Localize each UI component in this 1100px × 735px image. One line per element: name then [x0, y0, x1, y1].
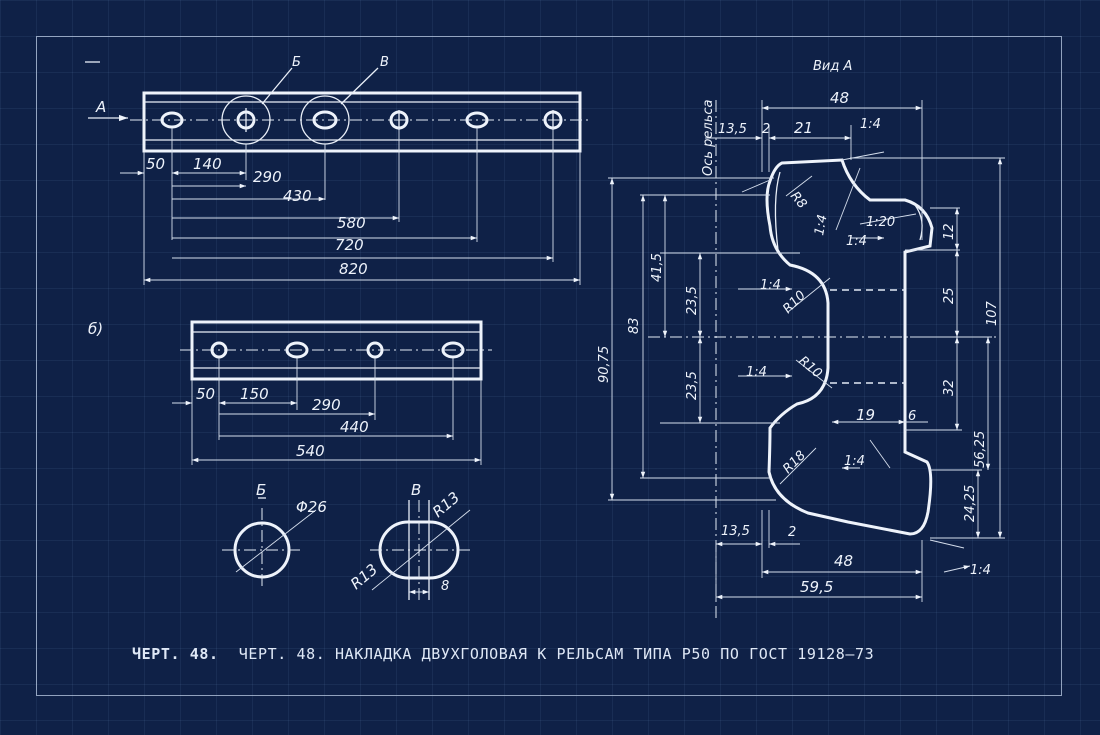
view-b-dimensions — [172, 358, 482, 465]
hole-oval — [465, 111, 489, 129]
radius-r18: R18 — [780, 448, 809, 477]
rail-axis-label: Ось рельса — [701, 99, 716, 176]
detail-v-label: В — [411, 481, 421, 499]
dim-bottom-48: 48 — [834, 552, 853, 570]
detail-b-label: Б — [256, 481, 266, 499]
dim-right-25: 25 — [942, 287, 957, 304]
section-title: Вид А — [813, 59, 852, 74]
slope-bottom: 1:4 — [970, 563, 991, 578]
detail-v — [370, 500, 471, 600]
dim-50: 50 — [146, 155, 165, 173]
dim-top-2: 2 — [762, 122, 770, 137]
view-b-bar — [180, 320, 492, 381]
dim-bottom-59-5: 59,5 — [800, 578, 833, 596]
slope-upper-left: 1:4 — [760, 278, 781, 293]
dim-left-23-5-lower: 23,5 — [685, 371, 700, 400]
dim-left-23-5-upper: 23,5 — [685, 286, 700, 315]
dim-left-83: 83 — [627, 317, 642, 334]
figure-caption: ЧЕРТ. 48. ЧЕРТ. 48. НАКЛАДКА ДВУХГОЛОВАЯ … — [132, 645, 1032, 663]
dim-820: 820 — [339, 260, 368, 278]
hole-round — [210, 341, 228, 359]
dim-right-12: 12 — [942, 223, 957, 240]
callout-label-b: Б — [292, 55, 301, 70]
dim-580: 580 — [337, 214, 366, 232]
dim-right-107: 107 — [985, 300, 1000, 326]
dim-140: 140 — [193, 155, 222, 173]
dim-b-540: 540 — [296, 442, 325, 460]
dim-bottom-2: 2 — [788, 525, 796, 540]
slope-lower-right: 1:4 — [844, 454, 865, 469]
section-dimensions — [608, 100, 1005, 602]
detail-v-radius-bottom: R13 — [347, 560, 381, 593]
slope-inner: 1:4 — [846, 234, 867, 249]
view-b-label: б) — [88, 320, 103, 338]
view-a-bar — [85, 61, 590, 153]
dim-b-50: 50 — [196, 385, 215, 403]
hole-oval — [160, 111, 184, 129]
dim-b-440: 440 — [340, 418, 369, 436]
slope-lower-left: 1:4 — [746, 365, 767, 380]
dim-290: 290 — [253, 168, 282, 186]
dim-top-21: 21 — [794, 119, 813, 137]
caption-text: ЧЕРТ. 48. НАКЛАДКА ДВУХГОЛОВАЯ К РЕЛЬСАМ… — [238, 645, 875, 663]
hole-oval — [285, 341, 309, 359]
slope-top: 1:4 — [860, 117, 881, 132]
view-a-dimensions — [120, 128, 581, 285]
dim-right-24-25: 24,25 — [963, 485, 978, 522]
radius-r10-lower: R10 — [795, 354, 824, 382]
dim-bottom-13-5: 13,5 — [721, 524, 750, 539]
slope-1-20: 1:20 — [866, 215, 895, 230]
detail-b-diameter: Φ26 — [296, 498, 327, 516]
hole-oval — [441, 341, 465, 359]
dim-inner-6: 6 — [908, 409, 916, 424]
dim-right-32: 32 — [942, 379, 957, 396]
dim-430: 430 — [283, 187, 312, 205]
dim-top-48: 48 — [830, 89, 849, 107]
hole-round — [366, 341, 384, 359]
dim-720: 720 — [335, 236, 364, 254]
dim-b-150: 150 — [240, 385, 269, 403]
detail-v-width: 8 — [441, 579, 449, 594]
view-arrow-label: А — [95, 98, 106, 116]
hole-oval — [312, 110, 338, 130]
dim-left-90-75: 90,75 — [597, 346, 612, 383]
dim-b-290: 290 — [312, 396, 341, 414]
dim-top-13-5: 13,5 — [718, 122, 747, 137]
radius-r10-upper: R10 — [780, 288, 809, 317]
detail-b — [222, 497, 317, 590]
drawing-frame — [36, 36, 1062, 696]
detail-v-radius-top: R13 — [429, 488, 463, 521]
dim-right-56-25: 56,25 — [973, 431, 988, 468]
dim-inner-19: 19 — [856, 406, 875, 424]
slope-vertical: 1:4 — [812, 213, 830, 236]
label-layer: А Б В 50 140 290 430 580 720 820 б) 50 1… — [88, 55, 1000, 596]
callout-label-v: В — [380, 55, 389, 70]
caption-label: ЧЕРТ. 48. — [132, 645, 219, 663]
dim-left-41-5: 41,5 — [650, 253, 665, 282]
